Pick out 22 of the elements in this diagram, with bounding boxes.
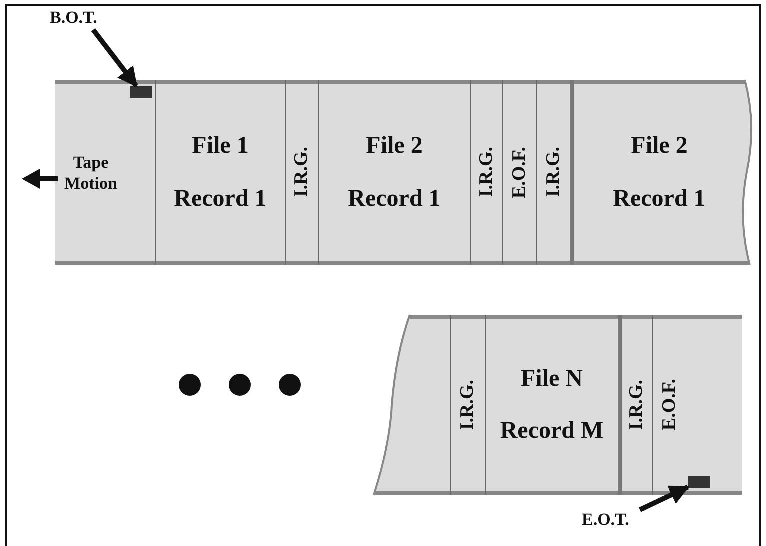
- marker-label: B.O.T.: [50, 8, 120, 30]
- gap-label: I.R.G.: [457, 380, 479, 430]
- tape-marker: [130, 86, 152, 98]
- record-label: File 2: [366, 133, 423, 160]
- record-label: Record 1: [348, 186, 441, 212]
- record-label: File 1: [192, 133, 249, 160]
- gap-label: I.R.G.: [626, 380, 648, 430]
- record-label: Record M: [500, 418, 604, 444]
- gap-label: I.R.G.: [542, 147, 564, 198]
- gap-label: E.O.F.: [508, 146, 530, 198]
- record-label: Record 1: [613, 186, 706, 212]
- record-label: File 2: [631, 133, 688, 160]
- record-label: Record 1: [174, 186, 267, 212]
- gap-label: I.R.G.: [291, 147, 313, 198]
- arrow: [639, 484, 690, 512]
- marker-label: E.O.T.: [582, 510, 652, 532]
- arrow: [91, 28, 138, 88]
- record-label: File N: [521, 366, 583, 392]
- tape-marker: [688, 476, 710, 488]
- motion-label: Tape Motion: [64, 152, 118, 194]
- gap-label: E.O.F.: [658, 379, 680, 431]
- gap-label: I.R.G.: [476, 147, 498, 198]
